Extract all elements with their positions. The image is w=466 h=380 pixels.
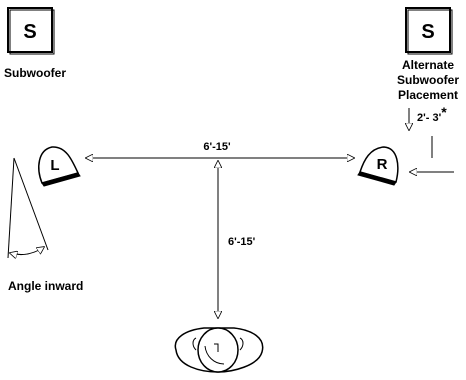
- listening-distance-label: 6'-15': [228, 236, 256, 248]
- subwoofer-icon-letter: S: [23, 21, 36, 43]
- alternate-subwoofer-caption-line2: Subwoofer: [397, 73, 459, 87]
- alternate-subwoofer-caption-line3: Placement: [398, 88, 458, 102]
- left-speaker-letter: L: [50, 157, 59, 174]
- alternate-subwoofer-caption-line1: Alternate: [402, 58, 454, 72]
- subwoofer-icon: S: [7, 7, 55, 55]
- footnote-mark: *: [441, 104, 447, 120]
- left-speaker-icon: L: [38, 146, 81, 187]
- angle-indicator: [7, 157, 49, 258]
- alternate-subwoofer-icon: S: [405, 7, 453, 55]
- subwoofer-caption: Subwoofer: [4, 66, 66, 80]
- angle-inward-label: Angle inward: [8, 279, 83, 293]
- right-speaker-letter: R: [377, 156, 388, 173]
- right-speaker-icon: R: [357, 146, 399, 186]
- alternate-distance-label: 2'- 3'*: [417, 104, 447, 124]
- speaker-spacing-label: 6'-15': [203, 141, 231, 153]
- alternate-subwoofer-icon-letter: S: [421, 21, 434, 43]
- listener-icon: [174, 327, 264, 373]
